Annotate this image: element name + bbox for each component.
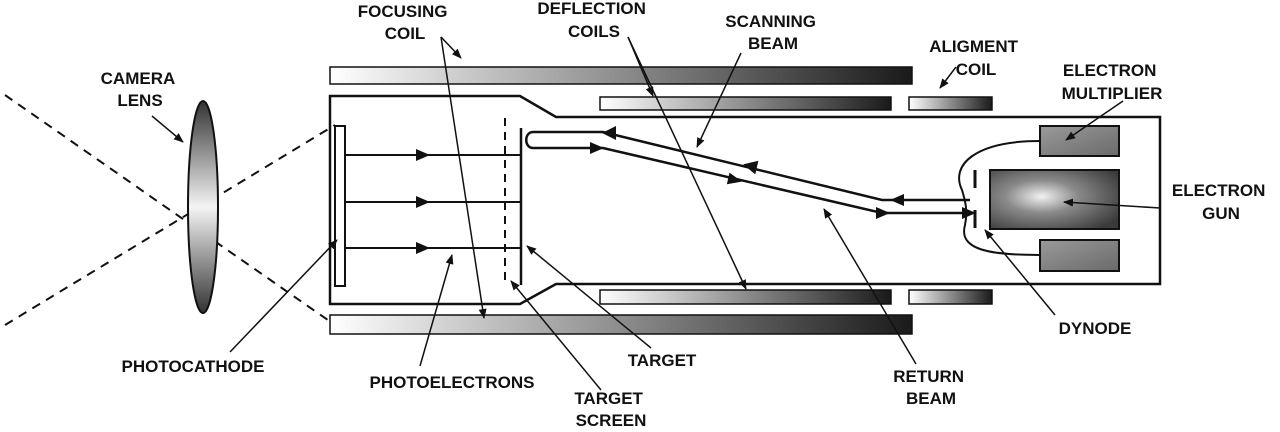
leader-electron-multiplier <box>1065 100 1124 141</box>
leader-focusing-coil-bottom <box>440 36 487 319</box>
light-ray-lower-left <box>4 124 336 326</box>
label-scanning-beam: SCANNING BEAM <box>725 12 820 53</box>
alignment-coil-bottom <box>908 289 993 305</box>
leader-return-beam <box>823 208 917 365</box>
leader-focusing-coil-top <box>440 36 462 59</box>
leader-electron-gun <box>1063 198 1161 209</box>
label-camera-lens: CAMERA LENS <box>101 69 180 110</box>
dynode-loop <box>958 140 1041 256</box>
electron-gun <box>989 169 1120 230</box>
photoelectron-paths <box>345 154 520 249</box>
tube-envelope <box>328 94 1162 306</box>
leader-lines <box>151 36 1161 391</box>
photoelectron-arrowheads <box>416 149 430 254</box>
label-aligment-coil: ALIGMENT COIL <box>929 37 1023 79</box>
label-electron-multiplier: ELECTRON MULTIPLIER <box>1062 61 1163 103</box>
focusing-coil-top <box>329 66 913 85</box>
label-deflection-coils: DEFLECTION COILS <box>537 0 650 41</box>
electron-multiplier-upper <box>1039 125 1120 157</box>
label-target: TARGET <box>628 351 697 370</box>
scanning-beam-path <box>533 146 970 215</box>
beam-turnaround <box>525 130 534 150</box>
light-ray-upper-left <box>4 94 336 326</box>
label-dynode: DYNODE <box>1059 319 1132 338</box>
label-photoelectrons: PHOTOELECTRONS <box>370 373 535 392</box>
label-focusing-coil: FOCUSING COIL <box>358 2 452 43</box>
alignment-coil-top <box>908 96 993 111</box>
leader-aligment-coil <box>939 66 957 89</box>
camera-lens <box>187 100 219 314</box>
label-target-screen: TARGET SCREEN <box>574 389 647 430</box>
leader-target-screen <box>510 280 602 391</box>
deflection-coil-top <box>599 96 892 111</box>
leader-target <box>526 245 652 349</box>
leader-deflection-coil-bottom <box>627 36 747 290</box>
label-photocathode: PHOTOCATHODE <box>122 357 265 376</box>
leader-dynode <box>984 229 1056 316</box>
deflection-coil-bottom <box>599 289 892 305</box>
focusing-coil-bottom <box>329 314 913 335</box>
beam-arrowheads <box>590 126 976 219</box>
label-electron-gun: ELECTRON GUN <box>1172 181 1270 223</box>
light-rays <box>4 94 336 326</box>
leader-scanning-beam <box>696 52 742 148</box>
leader-camera-lens <box>151 115 184 143</box>
electron-multiplier-lower <box>1039 239 1120 272</box>
leader-photocathode <box>229 239 338 353</box>
label-return-beam: RETURN BEAM <box>893 367 969 408</box>
return-beam-path <box>533 130 970 202</box>
leader-photoelectrons <box>419 254 454 367</box>
photocathode-plate <box>334 125 346 287</box>
